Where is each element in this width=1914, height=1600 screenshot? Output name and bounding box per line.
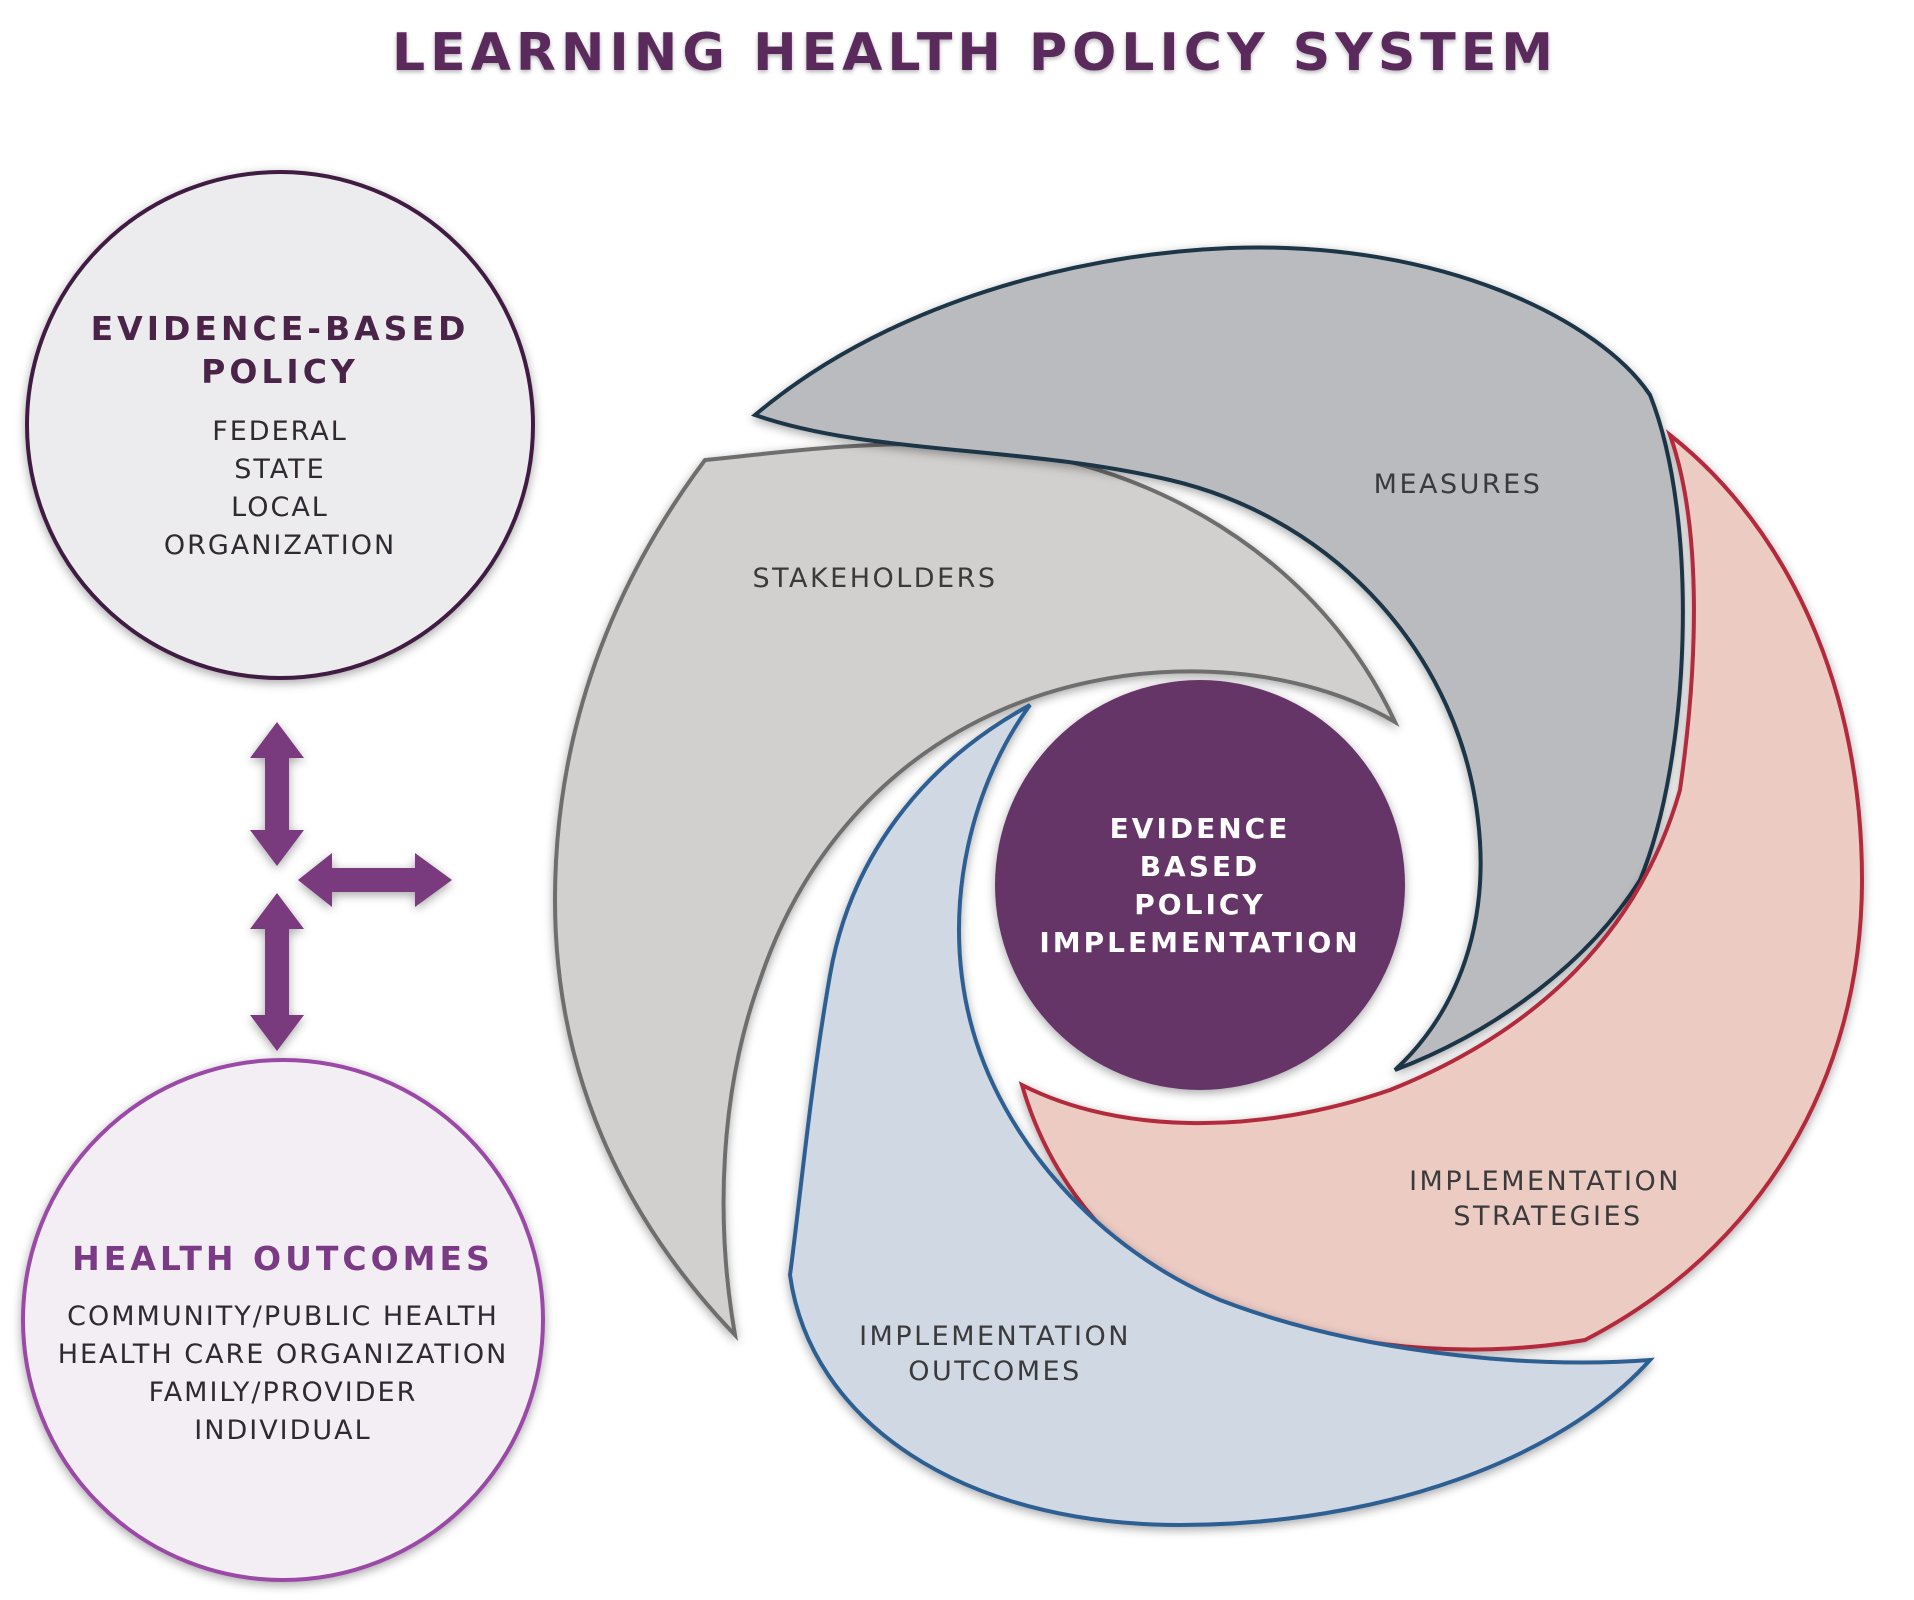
segment-label-implementation-strategies: IMPLEMENTATION xyxy=(1409,1166,1681,1197)
health-outcomes-node: HEALTH OUTCOMES COMMUNITY/PUBLIC HEALTH … xyxy=(21,1058,545,1582)
double-arrow-icon-down xyxy=(250,893,304,1051)
outcome-level-item: HEALTH CARE ORGANIZATION xyxy=(58,1339,509,1370)
policy-level-item: STATE xyxy=(234,454,325,485)
outcome-level-item: COMMUNITY/PUBLIC HEALTH xyxy=(67,1301,499,1332)
evidence-based-policy-heading-line2: POLICY xyxy=(201,352,359,391)
segment-label-implementation-outcomes-line2: OUTCOMES xyxy=(908,1356,1082,1387)
cycle-segment-measures xyxy=(751,245,1685,1072)
health-outcomes-circle xyxy=(21,1058,545,1582)
segment-label-measures: MEASURES xyxy=(1374,469,1543,500)
outcome-level-item: INDIVIDUAL xyxy=(194,1415,371,1446)
center-label-line4: IMPLEMENTATION xyxy=(1039,926,1360,959)
center-label-line2: BASED xyxy=(1140,850,1261,883)
double-arrow-icon-right xyxy=(298,853,452,907)
segment-label-implementation-strategies-line2: STRATEGIES xyxy=(1453,1201,1642,1232)
evidence-based-policy-circle xyxy=(25,170,535,680)
health-outcomes-heading: HEALTH OUTCOMES xyxy=(72,1239,494,1278)
diagram-title: LEARNING HEALTH POLICY SYSTEM xyxy=(392,23,1558,83)
segment-label-stakeholders: STAKEHOLDERS xyxy=(752,563,997,594)
connector-arrows xyxy=(250,722,452,1051)
segment-label-implementation-outcomes: IMPLEMENTATION xyxy=(859,1321,1131,1352)
center-label-line3: POLICY xyxy=(1134,888,1265,921)
evidence-based-policy-node: EVIDENCE-BASED POLICY FEDERAL STATE LOCA… xyxy=(25,170,535,680)
double-arrow-icon-up xyxy=(250,722,304,866)
implementation-cycle: STAKEHOLDERS MEASURES IMPLEMENTATION STR… xyxy=(552,245,1865,1528)
center-circle xyxy=(995,680,1405,1090)
evidence-based-policy-heading: EVIDENCE-BASED xyxy=(91,309,470,348)
policy-level-item: ORGANIZATION xyxy=(164,530,396,561)
center-label: EVIDENCE xyxy=(1110,812,1291,845)
policy-level-item: FEDERAL xyxy=(212,416,348,447)
outcome-level-item: FAMILY/PROVIDER xyxy=(149,1377,418,1408)
policy-level-item: LOCAL xyxy=(231,492,329,523)
cycle-segment-implementation-outcomes xyxy=(787,703,1655,1528)
